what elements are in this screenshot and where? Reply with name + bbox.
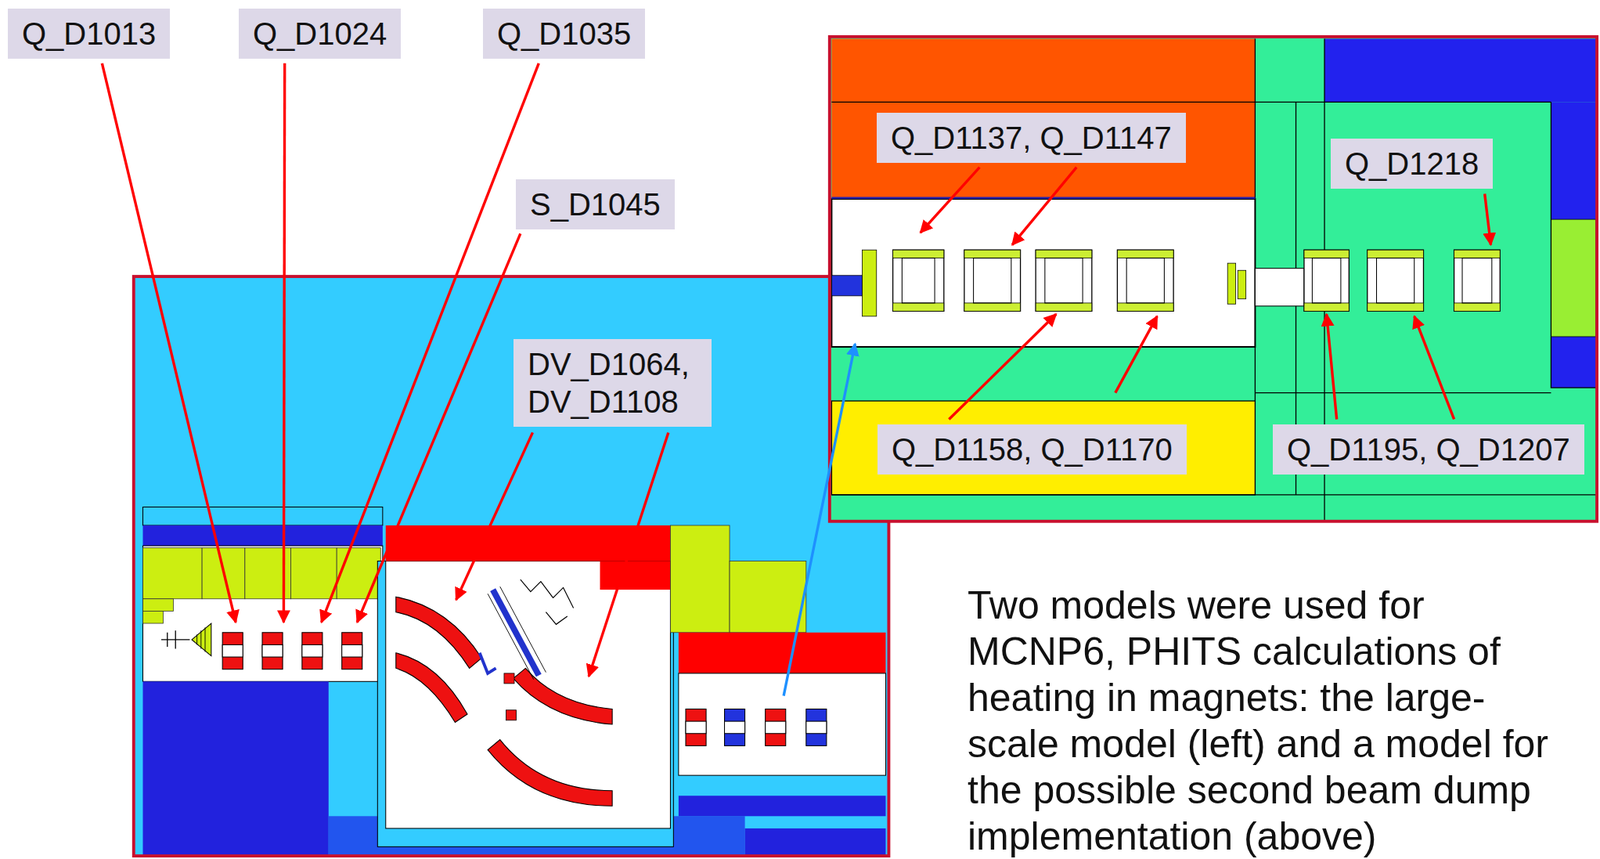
- shield-band: [377, 561, 674, 847]
- leader-arrow: [1414, 316, 1455, 420]
- quadrupole-magnet: [1035, 249, 1092, 311]
- leader-arrow: [101, 63, 236, 623]
- leader-arrow: [1115, 316, 1157, 393]
- callout-text: Q_D1035: [497, 14, 631, 53]
- beam-pipe: [487, 586, 546, 680]
- shield-block: [1550, 219, 1596, 337]
- zoom-arrow: [783, 343, 855, 696]
- shield-block: [831, 39, 1255, 200]
- target-fan: [191, 623, 212, 656]
- leader-arrow: [283, 63, 285, 623]
- shield-block: [678, 632, 887, 674]
- target-symbol: [161, 630, 191, 649]
- quadrupole-magnet: [724, 708, 746, 746]
- callout-label: Q_D1013: [7, 8, 170, 59]
- shield-block: [678, 795, 887, 816]
- quadrupole-magnet: [262, 632, 283, 670]
- beam-element: [504, 673, 515, 684]
- model-frame: [829, 36, 1597, 522]
- beam-element: [506, 709, 517, 721]
- callout-text: Q_D1218: [1344, 144, 1479, 183]
- shield-block: [291, 547, 338, 599]
- shield-block: [729, 561, 807, 633]
- quadrupole-magnet: [685, 708, 707, 746]
- beam-pipe: [1254, 268, 1305, 307]
- beam-equipment: [479, 652, 497, 674]
- leader-arrow: [1484, 194, 1492, 246]
- dipole-magnet: [396, 652, 468, 723]
- shield-block: [745, 828, 887, 855]
- tunnel-room: [831, 198, 1255, 347]
- quadrupole-magnet: [1117, 249, 1174, 311]
- region-line: [1254, 39, 1596, 521]
- callout-label: Q_D1137, Q_D1147: [876, 112, 1186, 163]
- callout-text: Q_D1024: [252, 14, 387, 53]
- callout-text: Q_D1195, Q_D1207: [1286, 430, 1571, 469]
- beam-pipe: [831, 275, 862, 296]
- beam-element: [1237, 270, 1246, 299]
- quadrupole-magnet: [222, 632, 243, 670]
- shield-block: [143, 598, 174, 612]
- callout-text: DV_D1064, DV_D1108: [527, 345, 698, 421]
- sextupole-magnet: [342, 632, 363, 670]
- region-line: [831, 101, 1255, 103]
- callout-label: Q_D1195, Q_D1207: [1272, 424, 1585, 475]
- dipole-room: [385, 561, 671, 829]
- large-scale-model: [133, 276, 890, 856]
- shield-band: [143, 507, 383, 526]
- shield-block: [143, 547, 203, 599]
- shield-block: [336, 547, 381, 599]
- shield-block: [670, 525, 730, 633]
- model-frame: [133, 276, 890, 856]
- callout-label: S_D1045: [515, 179, 675, 230]
- tunnel-room: [678, 673, 887, 775]
- callout-text: Q_D1137, Q_D1147: [890, 118, 1172, 157]
- callout-label: Q_D1035: [482, 8, 646, 59]
- callout-label: DV_D1064, DV_D1108: [513, 338, 712, 427]
- leader-arrow: [948, 313, 1056, 419]
- leader-arrow: [1326, 313, 1337, 419]
- leader-arrow: [321, 63, 540, 623]
- leader-arrow: [456, 432, 534, 600]
- beam-element: [1227, 263, 1236, 304]
- target-fan: [197, 627, 206, 652]
- shield-block: [1550, 101, 1596, 388]
- quadrupole-magnet: [1454, 249, 1501, 311]
- shield-block: [600, 561, 671, 590]
- model-ground: [829, 36, 1597, 522]
- tunnel-room: [143, 545, 383, 682]
- callout-label: Q_D1024: [238, 8, 401, 59]
- caption-text: Two models were used for MCNP6, PHITS ca…: [967, 582, 1571, 859]
- callout-text: Q_D1158, Q_D1170: [891, 430, 1173, 469]
- quadrupole-magnet: [893, 249, 945, 311]
- shield-block: [143, 610, 164, 624]
- callout-text: Q_D1013: [21, 14, 156, 53]
- dipole-magnet: [487, 739, 613, 807]
- quadrupole-magnet: [964, 249, 1021, 311]
- leader-arrow: [356, 233, 521, 622]
- callout-label: Q_D1158, Q_D1170: [877, 424, 1187, 475]
- model-ground: [133, 276, 890, 856]
- leader-arrow: [1012, 167, 1077, 246]
- leader-arrow: [588, 432, 669, 676]
- leader-arrow: [920, 167, 981, 233]
- quadrupole-magnet: [1304, 249, 1349, 311]
- quadrupole-magnet: [765, 708, 786, 746]
- beam-equipment: [520, 579, 574, 624]
- quadrupole-magnet: [302, 632, 323, 670]
- dipole-magnet: [513, 667, 613, 725]
- shield-block: [831, 400, 1255, 495]
- shield-block: [1324, 39, 1597, 103]
- shield-block: [143, 525, 383, 546]
- beam-dump-model: [829, 36, 1597, 522]
- beam-pipe: [493, 589, 540, 675]
- quadrupole-magnet: [1367, 249, 1424, 311]
- beam-flange: [862, 249, 877, 317]
- region-line: [831, 196, 1255, 199]
- callout-label: Q_D1218: [1330, 138, 1493, 189]
- callout-text: S_D1045: [529, 185, 661, 224]
- region-line: [831, 493, 1596, 495]
- shield-block: [143, 681, 329, 855]
- quadrupole-magnet: [806, 708, 827, 746]
